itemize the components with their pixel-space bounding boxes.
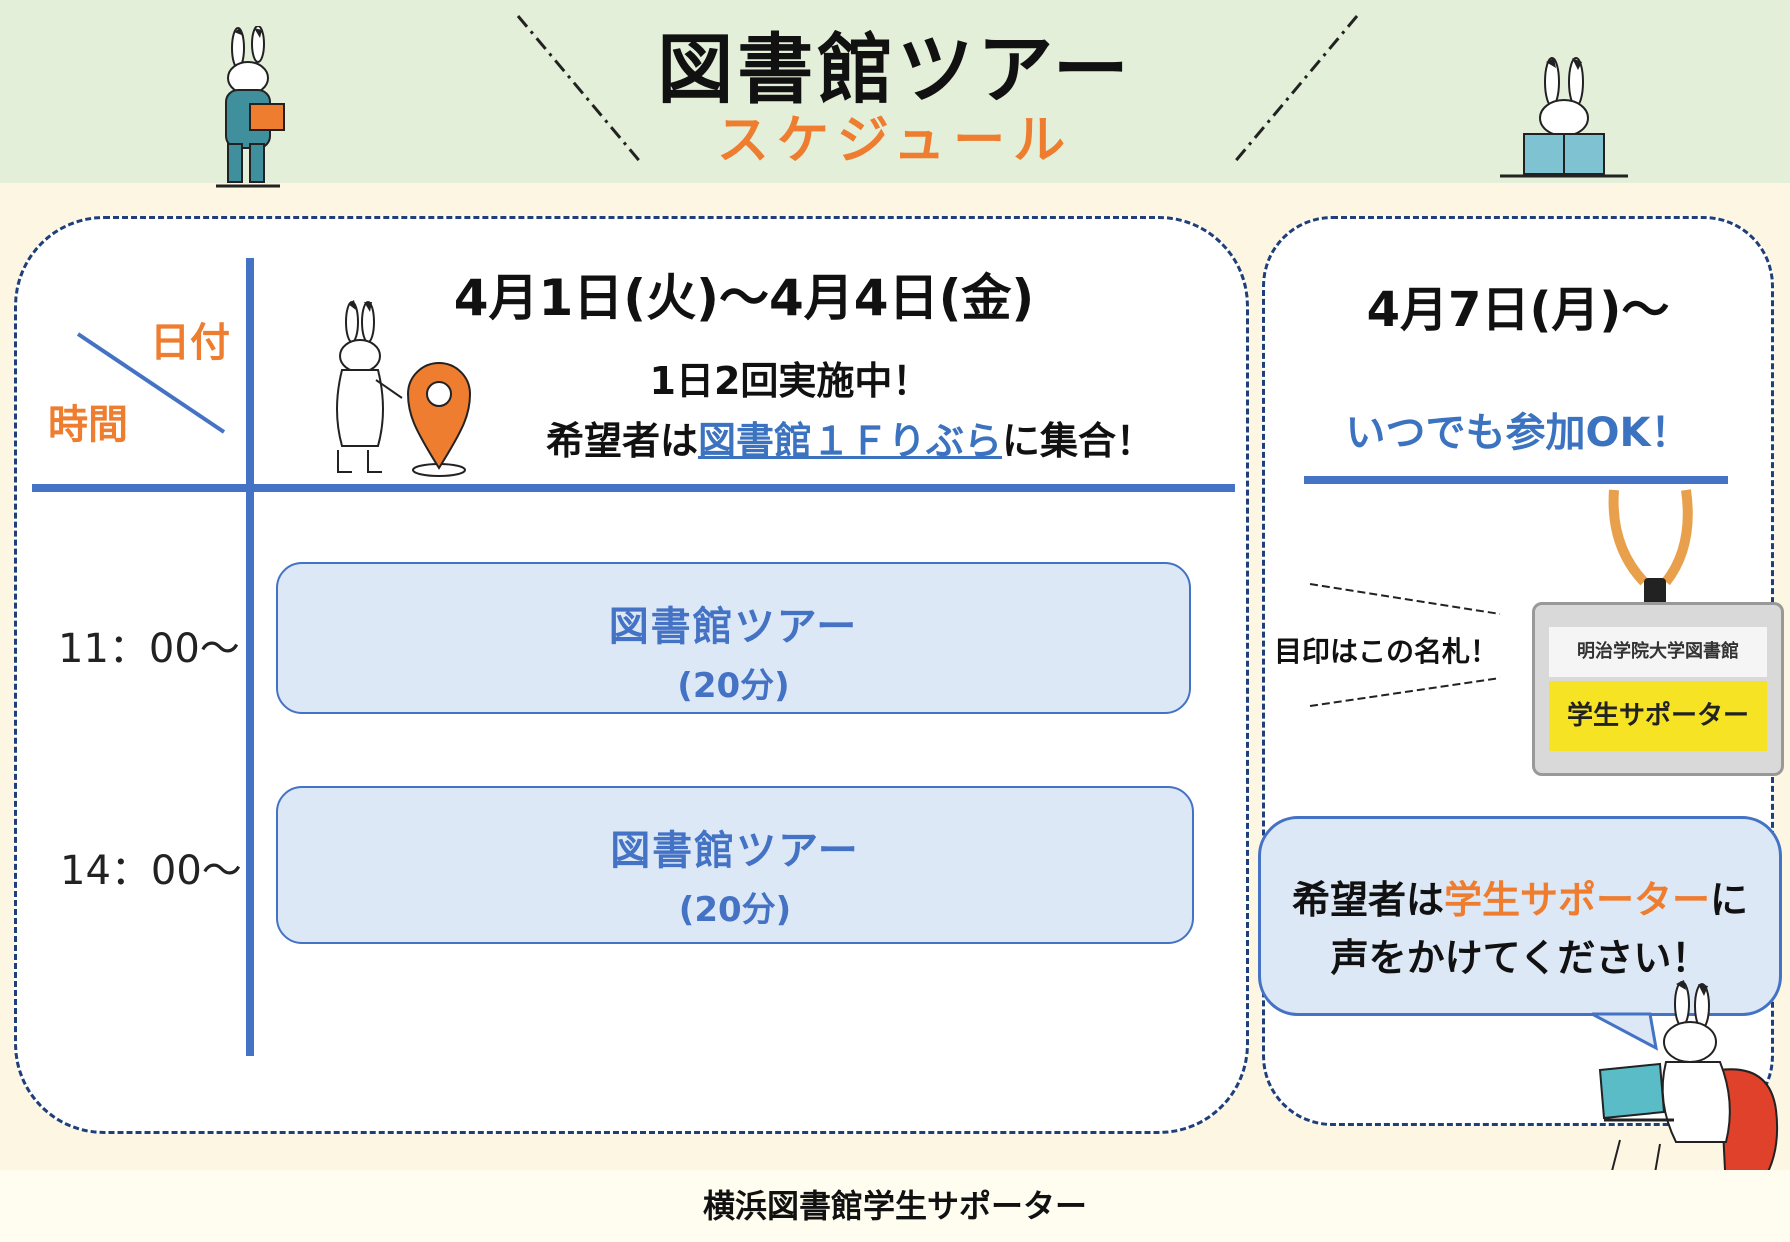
badge-pointer-lines [1309,583,1501,707]
right-date: 4月7日(月)〜 [1366,282,1670,338]
map-pin-icon [406,362,472,477]
tour-session-1[interactable]: 図書館ツアー (20分) [276,562,1191,714]
corner-diagonal [76,332,226,434]
decorative-slash-left [516,15,644,165]
tour-session-1-title: 図書館ツアー [608,604,859,650]
bubble-line-2: 声をかけてください！ [1330,936,1710,980]
speech-bubble: 希望者は学生サポーターに 声をかけてください！ [1258,816,1782,1016]
bubble-tail [1591,1012,1659,1051]
tour-session-2[interactable]: 図書館ツアー (20分) [276,786,1194,944]
footer-credit: 横浜図書館学生サポーター [0,1170,1790,1242]
header-band: 図書館ツアー スケジュール [0,0,1790,188]
horizontal-divider [32,484,1235,492]
meeting-place-link[interactable]: 図書館１Ｆりぶら [697,419,1002,463]
bubble-prefix: 希望者は [1291,878,1444,922]
page-subtitle: スケジュール [716,111,1074,171]
bubble-suffix: に [1710,878,1749,922]
bubble-line-1: 希望者は学生サポーターに [1261,871,1779,929]
rabbit-with-laptop-icon [1598,980,1779,1207]
date-range: 4月1日(火)〜4月4日(金) [453,269,1035,327]
note-suffix: に集合！ [1002,419,1155,463]
badge-hint: 目印はこの名札！ [1274,635,1499,668]
rabbit-with-map-pin-icon [336,300,403,473]
note-line-1: 1日2回実施中！ [649,359,931,403]
tour-session-2-duration: (20分) [678,890,792,930]
tour-session-1-duration: (20分) [677,666,790,706]
rabbit-reading-book-icon [216,26,285,188]
lanyard-icon [1608,489,1693,606]
bubble-highlight: 学生サポーター [1443,878,1710,922]
right-divider [1304,476,1728,484]
corner-time-label: 時間 [48,402,128,448]
tour-session-2-title: 図書館ツアー [610,828,860,874]
page-title: 図書館ツアー [657,25,1133,114]
note-line-2: 希望者は図書館１Ｆりぶらに集合！ [470,410,1230,465]
badge-org: 明治学院大学図書館 [1549,627,1767,677]
vertical-divider [246,258,254,1056]
time-slot-1: 11：00〜 [58,626,240,672]
rabbit-reading-magazine-icon [1500,57,1628,178]
decorative-slash-right [1231,15,1359,165]
time-slot-2: 14：00〜 [60,848,242,894]
note-prefix: 希望者は [545,419,698,463]
corner-date-label: 日付 [150,320,230,366]
name-badge-photo: 明治学院大学図書館 学生サポーター [1532,602,1784,776]
anytime-note: いつでも参加OK！ [1345,410,1691,456]
badge-role: 学生サポーター [1549,681,1767,751]
